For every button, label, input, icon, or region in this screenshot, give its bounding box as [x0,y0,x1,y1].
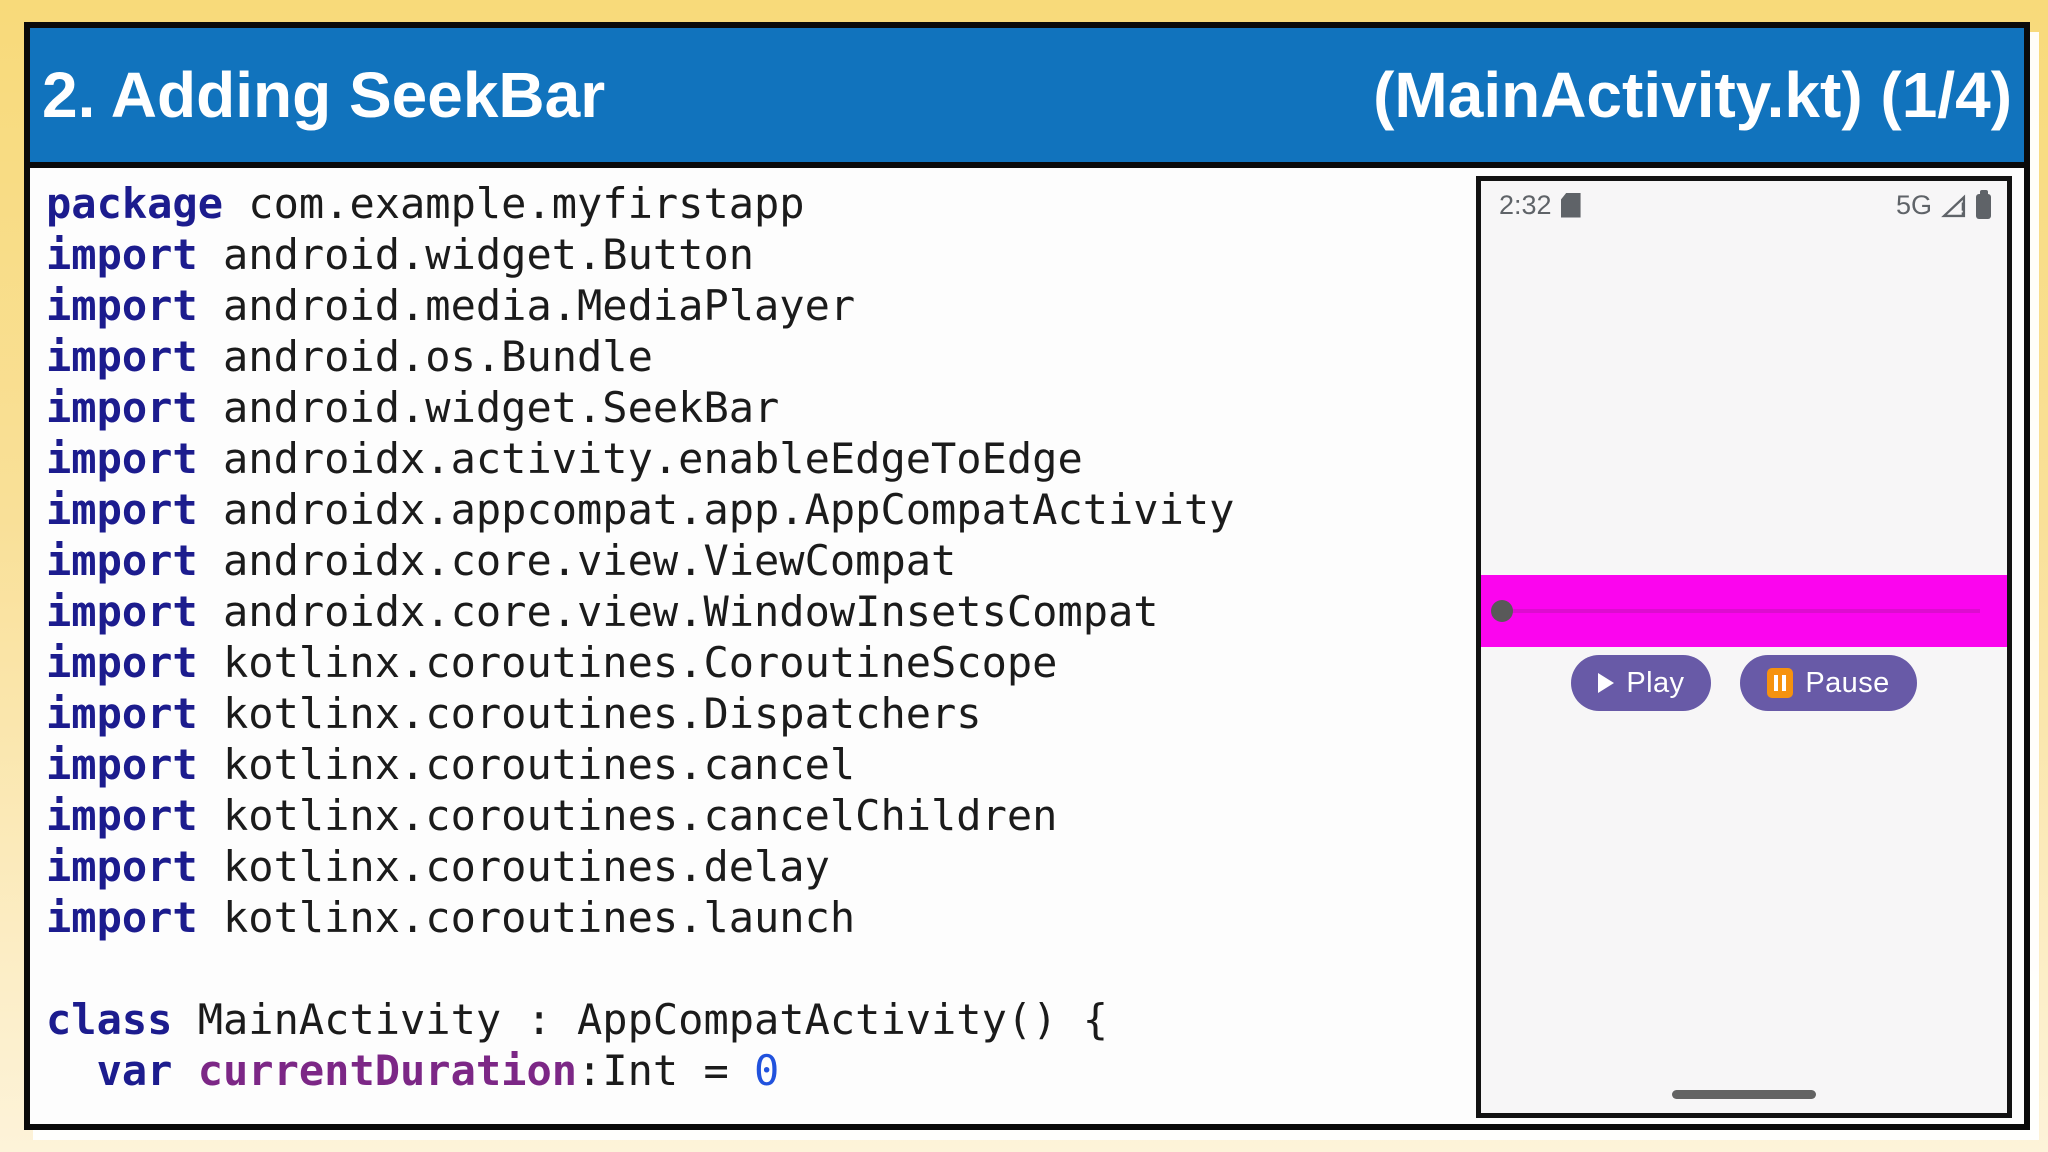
sd-card-icon [1560,192,1581,218]
code-line: import androidx.core.view.WindowInsetsCo… [46,587,1159,636]
status-right: 5G [1896,190,1991,221]
code-line: import android.os.Bundle [46,332,653,381]
status-time: 2:32 [1499,189,1552,220]
slide-subtitle: (MainActivity.kt) (1/4) [1373,59,2012,131]
play-button-label: Play [1626,666,1685,699]
pause-button-label: Pause [1805,666,1890,699]
code-line: package com.example.myfirstapp [46,179,805,228]
code-line: import android.widget.SeekBar [46,383,780,432]
play-button[interactable]: Play [1571,655,1712,711]
code-line [46,943,1234,994]
code-line: import androidx.appcompat.app.AppCompatA… [46,485,1235,534]
pause-button[interactable]: Pause [1740,655,1917,711]
status-network: 5G [1895,189,1932,220]
seekbar-thumb[interactable] [1491,600,1513,622]
code-line: import kotlinx.coroutines.delay [46,842,830,891]
media-buttons-row: Play Pause [1481,655,2007,711]
code-line: import kotlinx.coroutines.launch [46,893,856,942]
slide-header: 2. Adding SeekBar (MainActivity.kt) (1/4… [30,28,2024,168]
code-line: import kotlinx.coroutines.CoroutineScope [46,638,1058,687]
play-icon [1598,673,1615,693]
status-left: 2:32 [1499,190,1581,221]
code-line: import androidx.activity.enableEdgeToEdg… [46,434,1083,483]
code-line: import kotlinx.coroutines.cancelChildren [46,791,1058,840]
code-line: import kotlinx.coroutines.cancel [46,740,856,789]
gesture-navigation-bar[interactable] [1672,1090,1816,1099]
code-line: import kotlinx.coroutines.Dispatchers [46,689,982,738]
status-bar: 2:32 5G [1481,187,2007,223]
phone-screenshot: 2:32 5G [1476,176,2012,1118]
code-line: var currentDuration:Int = 0 [96,1046,780,1095]
signal-no-internet-icon [1940,192,1968,220]
seekbar-track [1502,609,1980,613]
seekbar[interactable] [1481,575,2007,647]
slide-title: 2. Adding SeekBar [42,59,606,131]
code-line: class MainActivity : AppCompatActivity()… [46,995,1109,1044]
code-line: import androidx.core.view.ViewCompat [46,536,957,585]
pause-icon [1767,668,1794,698]
code-line: import android.widget.Button [46,230,755,279]
code-line: import android.media.MediaPlayer [46,281,856,330]
battery-icon [1976,190,1991,219]
slide: 2. Adding SeekBar (MainActivity.kt) (1/4… [24,22,2030,1130]
